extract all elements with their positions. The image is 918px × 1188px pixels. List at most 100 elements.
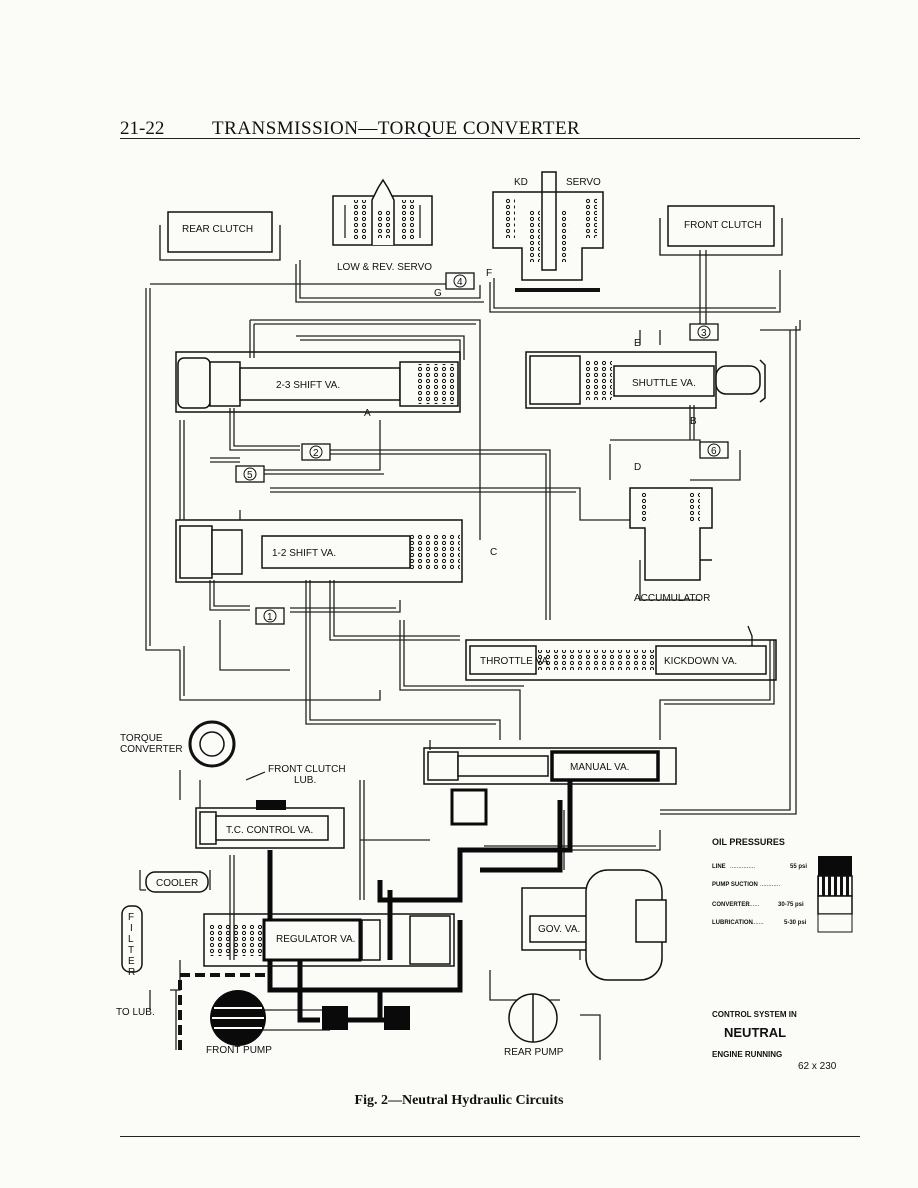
torque-converter-label-2: CONVERTER <box>120 744 183 755</box>
manual-valve: MANUAL VA. <box>423 747 677 826</box>
marker-5: 5 <box>235 465 265 483</box>
torque-converter-label-1: TORQUE <box>120 733 163 744</box>
page-title: TRANSMISSION—TORQUE CONVERTER <box>212 118 581 139</box>
filter-letter-f: F <box>128 912 134 923</box>
front-pump-label: FRONT PUMP <box>206 1045 272 1056</box>
kd-label: KD <box>514 177 528 188</box>
svg-text:LINE: LINE <box>712 864 726 870</box>
marker-g: G <box>434 288 442 299</box>
figure-caption: Fig. 2—Neutral Hydraulic Circuits <box>354 1093 564 1108</box>
status-line-3: ENGINE RUNNING <box>712 1050 782 1059</box>
svg-text:........: ........ <box>746 902 760 908</box>
low-rev-servo-label: LOW & REV. SERVO <box>337 262 432 273</box>
low-rev-servo: LOW & REV. SERVO <box>332 178 433 273</box>
status-mode: NEUTRAL <box>724 1025 786 1040</box>
page-header: 21-22 TRANSMISSION—TORQUE CONVERTER <box>120 118 860 140</box>
marker-c: C <box>490 547 497 558</box>
manual-valve-label: MANUAL VA. <box>570 762 629 773</box>
accumulator-label: ACCUMULATOR <box>634 593 710 604</box>
circle-markers: 1 2 3 4 5 6 <box>235 272 729 625</box>
tc-control-valve: T.C. CONTROL VA. <box>195 800 345 849</box>
regulator-valve: REGULATOR VA. <box>203 913 455 967</box>
filter-letter-l: L <box>128 934 134 945</box>
svg-text:1: 1 <box>267 612 273 623</box>
cooler: COOLER <box>145 871 209 893</box>
filter-letter-e: E <box>128 956 135 967</box>
svg-text:30-75 psi: 30-75 psi <box>778 902 804 908</box>
filter: F I L T E R <box>121 905 143 978</box>
regulator-valve-label: REGULATOR VA. <box>276 934 355 945</box>
legend-item-converter: CONVERTER ........ 30-75 psi <box>712 895 853 915</box>
marker-e: E <box>634 338 641 349</box>
to-lub-label: TO LUB. <box>116 1007 155 1018</box>
marker-d: D <box>634 462 641 473</box>
control-status: CONTROL SYSTEM IN NEUTRAL ENGINE RUNNING… <box>712 1010 837 1072</box>
accumulator: ACCUMULATOR <box>629 487 713 604</box>
front-clutch-lub-label-1: FRONT CLUTCH <box>268 764 346 775</box>
marker-6: 6 <box>699 441 729 459</box>
gov-valve-label: GOV. VA. <box>538 924 580 935</box>
svg-text:5-30 psi: 5-30 psi <box>784 920 807 926</box>
tc-control-valve-label: T.C. CONTROL VA. <box>226 825 313 836</box>
marker-f: F <box>486 268 492 279</box>
line-pressure-passages <box>267 760 573 1023</box>
throttle-valve-label: THROTTLE VA. <box>480 656 551 667</box>
status-line-1: CONTROL SYSTEM IN <box>712 1010 797 1019</box>
svg-text:55 psi: 55 psi <box>790 864 807 870</box>
cooler-label: COOLER <box>156 878 198 889</box>
shift-valve-1-2: 1-2 SHIFT VA. <box>175 519 463 583</box>
marker-1: 1 <box>255 607 285 625</box>
hydraulic-passages <box>139 250 801 1060</box>
rear-pump: REAR PUMP <box>504 993 564 1058</box>
svg-text:LUBRICATION: LUBRICATION <box>712 920 753 926</box>
filter-letter-i: I <box>130 923 133 934</box>
legend-item-pump-suction: PUMP SUCTION ............ <box>712 875 853 897</box>
svg-text:.......: ....... <box>752 920 764 926</box>
oil-pressure-legend: OIL PRESSURES LINE ............... 55 ps… <box>712 837 853 933</box>
svg-text:............: ............ <box>760 882 780 888</box>
marker-2: 2 <box>301 443 331 461</box>
marker-b: B <box>690 416 697 427</box>
filter-letter-t: T <box>128 945 134 956</box>
legend-item-line: LINE ............... 55 psi <box>712 856 852 876</box>
kd-servo: KD SERVO <box>492 171 604 292</box>
pump-suction-passage <box>178 973 265 1050</box>
servo-label: SERVO <box>566 177 601 188</box>
throttle-kickdown-valve: THROTTLE VA. KICKDOWN VA. <box>465 625 777 681</box>
shift-valve-2-3: 2-3 SHIFT VA. <box>175 351 461 413</box>
rear-clutch-label: REAR CLUTCH <box>182 224 253 235</box>
svg-text:3: 3 <box>701 328 707 339</box>
front-clutch-lub: FRONT CLUTCH LUB. <box>245 764 346 786</box>
svg-text:5: 5 <box>247 470 253 481</box>
svg-text:PUMP SUCTION: PUMP SUCTION <box>712 882 758 888</box>
letter-markers: A B C D E F G <box>364 268 697 558</box>
svg-text:CONVERTER: CONVERTER <box>712 902 750 908</box>
torque-converter: TORQUE CONVERTER <box>120 720 236 768</box>
header-rule <box>120 138 860 139</box>
svg-text:6: 6 <box>711 446 717 457</box>
kickdown-valve-label: KICKDOWN VA. <box>664 656 737 667</box>
marker-a: A <box>364 408 371 419</box>
page-number: 21-22 <box>120 118 165 139</box>
marker-4: 4 <box>445 272 475 290</box>
filter-letter-r: R <box>128 967 135 978</box>
shift-valve-2-3-label: 2-3 SHIFT VA. <box>276 380 340 391</box>
svg-text:4: 4 <box>457 277 463 288</box>
front-pump: FRONT PUMP <box>206 990 410 1056</box>
shift-valve-1-2-label: 1-2 SHIFT VA. <box>272 548 336 559</box>
shuttle-valve-label: SHUTTLE VA. <box>632 378 696 389</box>
front-clutch-lub-label-2: LUB. <box>294 775 316 786</box>
front-clutch: FRONT CLUTCH <box>659 205 783 256</box>
svg-text:...............: ............... <box>730 864 755 870</box>
shuttle-valve: SHUTTLE VA. <box>525 351 766 409</box>
legend-item-lubrication: LUBRICATION ....... 5-30 psi <box>712 913 853 933</box>
front-clutch-label: FRONT CLUTCH <box>684 220 762 231</box>
legend-title: OIL PRESSURES <box>712 837 785 847</box>
footer-rule <box>120 1136 860 1137</box>
svg-text:2: 2 <box>313 448 319 459</box>
marker-3: 3 <box>689 323 719 341</box>
governor-valve: GOV. VA. <box>521 869 667 981</box>
rear-clutch: REAR CLUTCH <box>159 211 281 261</box>
figure-code: 62 x 230 <box>798 1061 837 1072</box>
